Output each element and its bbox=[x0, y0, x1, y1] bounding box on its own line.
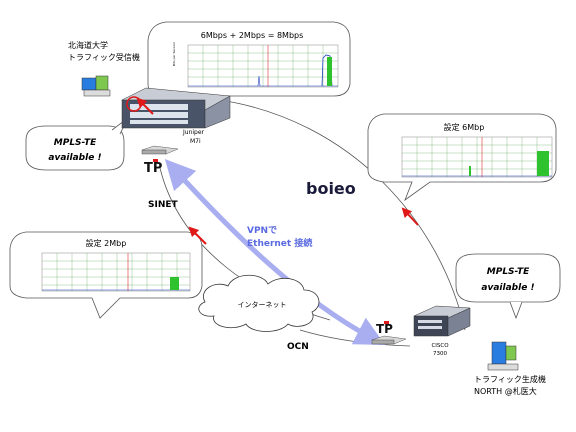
ocn-label: OCN bbox=[287, 342, 309, 352]
right-graph-callout: 設定 6Mbp bbox=[367, 113, 557, 202]
juniper-label-line2: M7i bbox=[190, 138, 201, 145]
juniper-label-line1: Juniper bbox=[182, 129, 205, 136]
mpls-left-line1: MPLS-TE bbox=[54, 138, 97, 148]
top-graph: Bits per Second bbox=[172, 42, 339, 88]
right-graph bbox=[401, 136, 553, 178]
internet-cloud: インターネット bbox=[198, 274, 320, 332]
tp-logo-bottom: TP bbox=[376, 322, 393, 336]
generator-pc-icon bbox=[487, 341, 519, 371]
tp-switch-top-icon bbox=[141, 145, 179, 155]
red-arrow-top bbox=[136, 97, 154, 115]
generator-label-line1: トラフィック生成機 bbox=[474, 374, 546, 384]
vpn-arrow bbox=[164, 158, 386, 346]
receiver-label-line1: 北海道大学 bbox=[68, 40, 108, 50]
left-callout-title: 設定 2Mbp bbox=[86, 238, 127, 248]
vpn-label-line2: Ethernet 接続 bbox=[247, 237, 312, 249]
red-arrow-left bbox=[188, 226, 207, 245]
mpls-right-bubble: MPLS-TE available ! bbox=[455, 253, 561, 320]
right-callout-title: 設定 6Mbp bbox=[444, 122, 485, 132]
mpls-left-bubble: MPLS-TE available ! bbox=[25, 117, 129, 171]
tp-switch-bottom-icon bbox=[371, 335, 407, 345]
tp-logo-top: TP bbox=[144, 161, 162, 176]
boieo-logo: boieo bbox=[306, 179, 356, 198]
red-arrow-right bbox=[401, 207, 419, 226]
tp-logo-bottom-accent bbox=[384, 321, 389, 324]
mpls-right-line1: MPLS-TE bbox=[487, 267, 530, 277]
internet-label: インターネット bbox=[238, 300, 287, 309]
receiver-label-line2: トラフィック受信機 bbox=[68, 52, 140, 62]
cisco-label-line2: 7300 bbox=[433, 351, 447, 357]
juniper-router-icon bbox=[121, 87, 231, 129]
tp-logo-top-accent bbox=[153, 159, 158, 162]
top-callout-title: 6Mbps + 2Mbps = 8Mbps bbox=[201, 31, 304, 40]
receiver-pc-icon bbox=[81, 75, 111, 97]
cisco-router-icon bbox=[413, 305, 471, 337]
cisco-label-line1: CISCO bbox=[431, 343, 449, 349]
generator-label-line2: NORTH @札医大 bbox=[474, 386, 537, 396]
mpls-right-line2: available ! bbox=[481, 283, 534, 293]
top-graph-ylabel: Bits per Second bbox=[172, 42, 176, 66]
mpls-left-line2: available ! bbox=[48, 153, 101, 163]
left-graph bbox=[41, 252, 191, 292]
left-graph-callout: 設定 2Mbp bbox=[9, 231, 203, 319]
vpn-label-line1: VPNで bbox=[247, 225, 277, 236]
sinet-label: SINET bbox=[148, 200, 179, 210]
